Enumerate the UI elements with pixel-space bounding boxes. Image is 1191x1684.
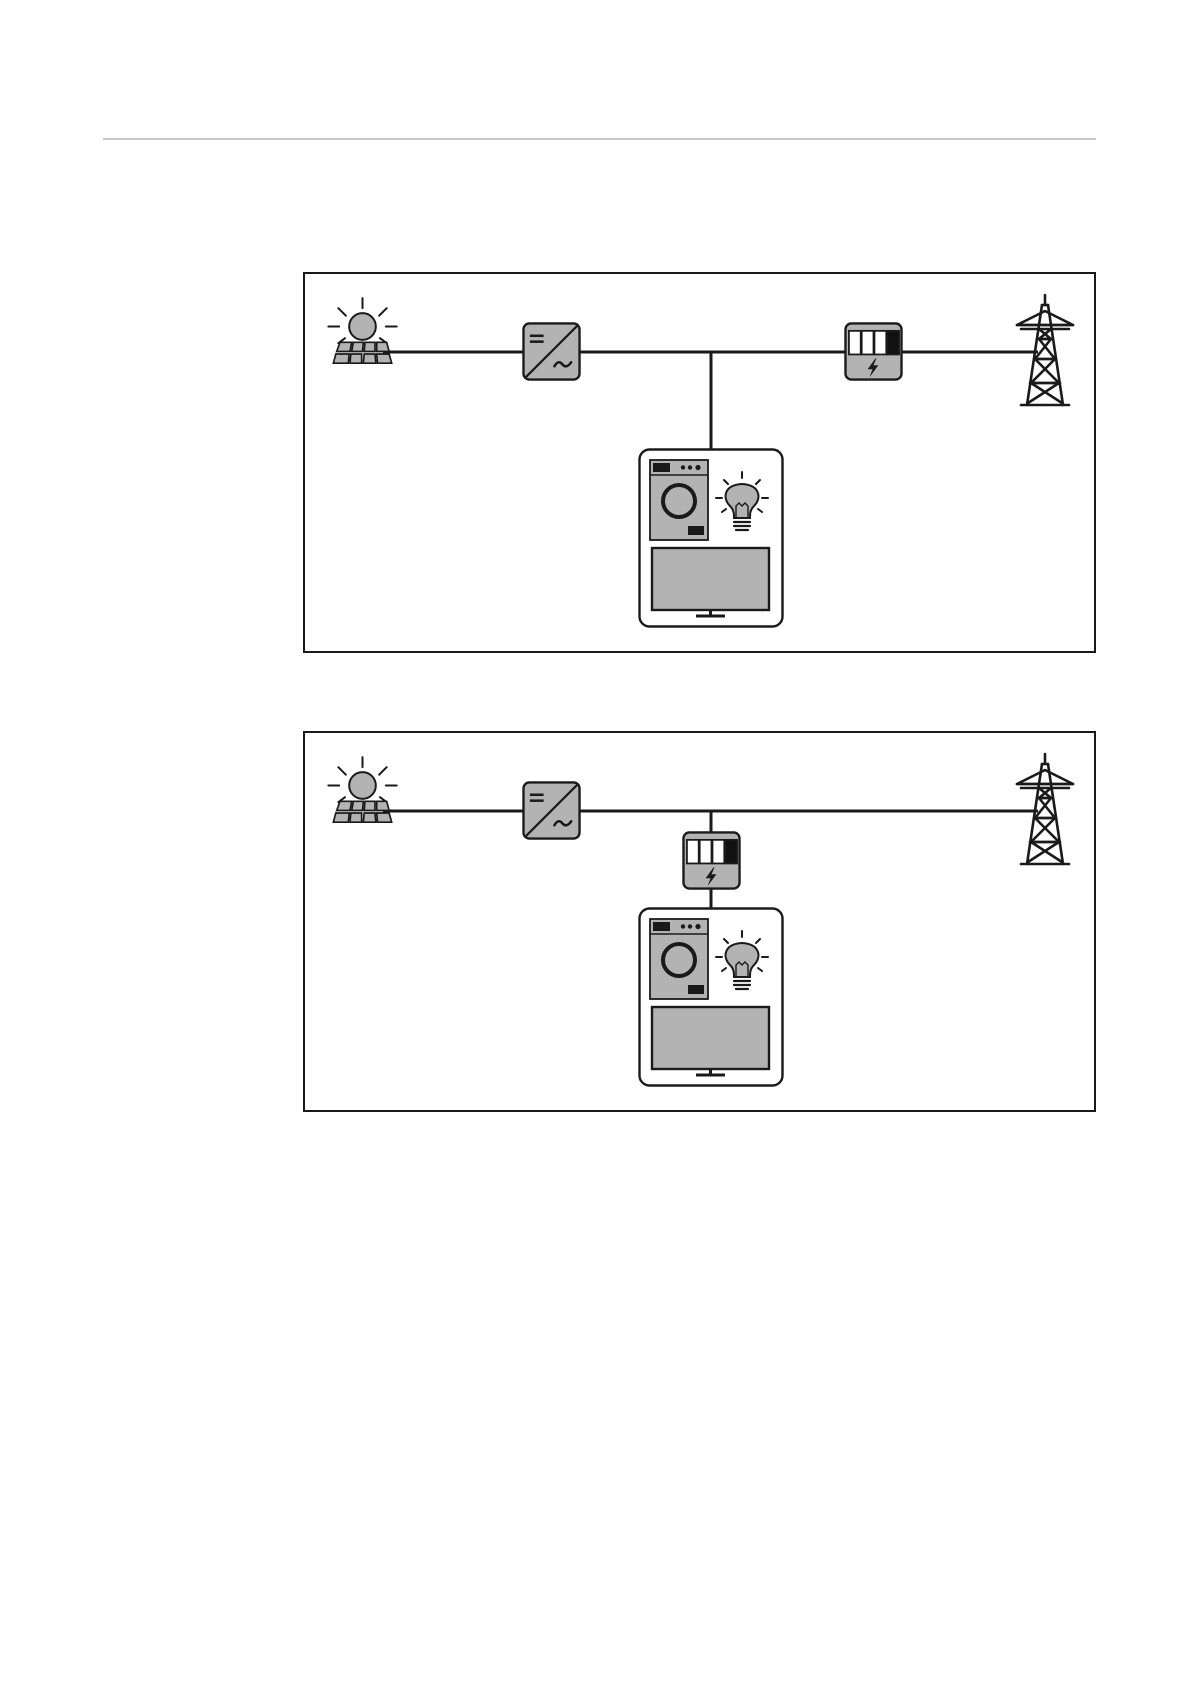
household-loads-icon [640,909,783,1086]
dc-ac-inverter-icon [523,323,579,379]
battery-storage-icon [683,832,739,888]
diagram-battery-grid-side [303,272,1096,653]
battery-storage-icon [845,323,901,379]
header-rule [103,138,1096,140]
dc-ac-inverter-icon [523,782,579,838]
diagram-battery-load-side [303,731,1096,1112]
household-loads-icon [640,450,783,627]
